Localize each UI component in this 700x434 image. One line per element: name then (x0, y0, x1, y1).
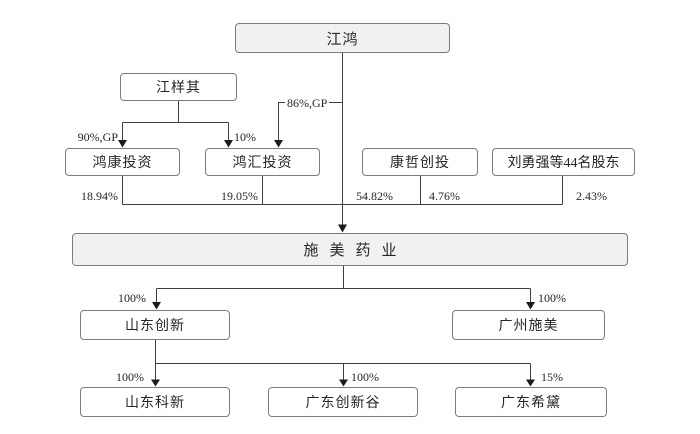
edge-label-chuangxin-xidai: 15% (541, 370, 563, 384)
node-honghui-investment: 鸿汇投资 (205, 148, 320, 176)
edge-label-jiangyangqi-honghui: 10% (234, 130, 256, 144)
line-chuangxin-bus (155, 340, 531, 380)
node-jiangyangqi: 江样其 (120, 73, 237, 101)
arrowhead-into-shimei (338, 224, 347, 233)
arrowhead-into-shandong-chuangxin (152, 302, 161, 310)
node-shandong-kexin: 山东科新 (80, 387, 230, 417)
node-jianghong: 江鸿 (235, 23, 450, 53)
edge-label-chuangxin-kexin: 100% (116, 370, 144, 384)
arrowhead-into-shandong-kexin (151, 379, 160, 387)
node-shimei-pharma: 施美药业 (72, 233, 628, 266)
arrowhead-into-hongkang (118, 140, 127, 148)
edge-label-jiangyangqi-hongkang: 90%,GP (77, 130, 118, 144)
edge-label-jianghong-honghui: 86%,GP (285, 96, 330, 110)
edge-label-shimei-guangzhou-shimei: 100% (538, 291, 566, 305)
edge-label-jianghong-shimei: 54.82% (356, 189, 393, 203)
edge-label-shimei-shandong-chuangxin: 100% (118, 291, 146, 305)
arrowhead-into-honghui-right (274, 140, 283, 148)
edge-label-chuangxin-chuangxingu: 100% (351, 370, 379, 384)
arrowhead-into-honghui-left (224, 140, 233, 148)
node-kangzhe-ventures: 康哲创投 (362, 148, 478, 176)
edge-label-kangzhe-shimei: 4.76% (429, 189, 460, 203)
node-shandong-chuangxin: 山东创新 (80, 310, 230, 340)
line-shareholder-bus (122, 176, 563, 205)
arrowhead-into-guangdong-xidai (526, 379, 535, 387)
node-guangdong-chuangxingu: 广东创新谷 (268, 387, 418, 417)
edge-label-hongkang-shimei: 18.94% (81, 189, 118, 203)
line-shimei-split (156, 266, 531, 303)
node-guangzhou-shimei: 广州施美 (452, 310, 605, 340)
edge-label-liuyongqiang-shimei: 2.43% (576, 189, 607, 203)
line-jiangyangqi-split (122, 101, 229, 141)
arrowhead-into-guangzhou-shimei (526, 302, 535, 310)
node-guangdong-xidai: 广东希黛 (455, 387, 607, 417)
edge-label-honghui-shimei: 19.05% (221, 189, 258, 203)
arrowhead-into-guangdong-chuangxingu (339, 379, 348, 387)
node-hongkang-investment: 鸿康投资 (65, 148, 180, 176)
node-liuyongqiang-shareholders: 刘勇强等44名股东 (492, 148, 635, 176)
